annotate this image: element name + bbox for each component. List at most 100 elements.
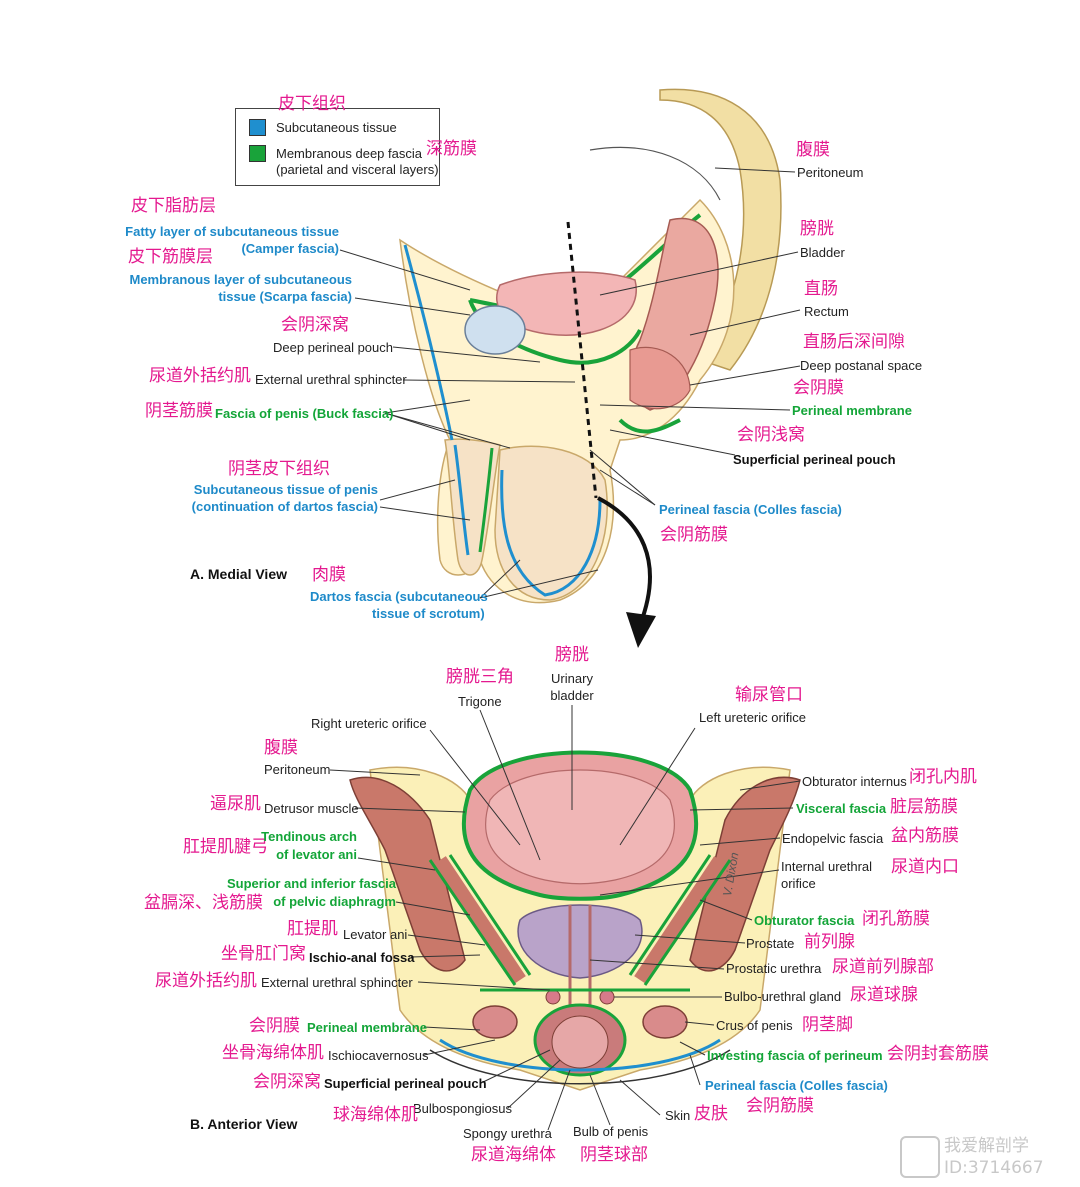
a-subq-penis-2: (continuation of dartos fascia)	[191, 499, 378, 514]
a-camper-2: (Camper fascia)	[241, 241, 339, 256]
b-perineal-membrane-zh: 会阴膜	[249, 1016, 300, 1036]
anterior-view-drawing	[329, 705, 801, 1131]
b-bulbospongiosus: Bulbospongiosus	[413, 1101, 513, 1116]
a-subq-penis-1: Subcutaneous tissue of penis	[193, 482, 378, 497]
a-deep-postanal-zh: 直肠后深间隙	[803, 332, 905, 352]
a-deep-pouch: Deep perineal pouch	[273, 340, 393, 355]
b-prostatic-urethra: Prostatic urethra	[726, 961, 822, 976]
b-ischiocavernosus: Ischiocavernosus	[328, 1048, 429, 1063]
watermark-line1: 我爱解剖学	[944, 1136, 1029, 1156]
b-detrusor-zh: 逼尿肌	[210, 794, 261, 814]
b-investing: Investing fascia of perineum	[707, 1048, 883, 1063]
a-dartos-2: tissue of scrotum)	[372, 606, 485, 621]
b-levator-ani: Levator ani	[343, 927, 408, 942]
medial-view-drawing	[339, 88, 801, 648]
b-superficial-pouch: Superficial perineal pouch	[324, 1076, 487, 1091]
b-ext-sphincter: External urethral sphincter	[261, 975, 413, 990]
view-a-title: A. Medial View	[190, 566, 287, 582]
a-rectum-zh: 直肠	[804, 279, 838, 299]
b-visceral-zh: 脏层筋膜	[890, 797, 958, 817]
b-obturator-fascia: Obturator fascia	[754, 913, 855, 928]
a-scarpa-1: Membranous layer of subcutaneous	[129, 272, 353, 287]
b-obturator-fascia-zh: 闭孔筋膜	[862, 909, 930, 929]
b-right-ureteric: Right ureteric orifice	[311, 716, 427, 731]
b-tendinous-1: Tendinous arch	[261, 829, 357, 844]
b-left-ureteric: Left ureteric orifice	[699, 710, 806, 725]
b-bulb-penis: Bulb of penis	[573, 1124, 649, 1139]
b-superficial-pouch-zh: 会阴深窝	[253, 1072, 321, 1092]
a-camper-1: Fatty layer of subcutaneous tissue	[125, 224, 339, 239]
a-dartos-zh: 肉膜	[312, 565, 346, 585]
b-pelvic-diaphragm-2: of pelvic diaphragm	[273, 894, 396, 909]
b-peritoneum: Peritoneum	[264, 762, 331, 777]
a-superficial-pouch: Superficial perineal pouch	[733, 452, 896, 467]
legend-label-membranous: Membranous deep fascia	[276, 146, 422, 161]
a-peritoneum-zh: 腹膜	[796, 140, 830, 160]
b-pelvic-diaphragm-zh: 盆膈深、浅筋膜	[144, 893, 263, 913]
b-internal-orifice-2: orifice	[781, 876, 816, 891]
a-subq-penis-zh: 阴茎皮下组织	[228, 459, 330, 479]
a-perineal-membrane: Perineal membrane	[792, 403, 912, 418]
a-buck-zh: 阴茎筋膜	[145, 401, 213, 421]
a-camper-zh: 皮下脂肪层	[131, 196, 216, 216]
b-ext-sphincter-zh: 尿道外括约肌	[155, 971, 257, 991]
b-ischioanal-zh: 坐骨肛门窝	[221, 944, 306, 964]
b-visceral: Visceral fascia	[796, 801, 887, 816]
b-tendinous-2: of levator ani	[276, 847, 357, 862]
a-ext-sphincter-zh: 尿道外括约肌	[149, 366, 251, 386]
b-internal-orifice-1: Internal urethral	[781, 859, 873, 874]
a-perineal-membrane-zh: 会阴膜	[793, 378, 844, 398]
legend-zh-membranous: 深筋膜	[426, 139, 477, 159]
b-prostate-zh: 前列腺	[804, 932, 855, 952]
b-colles-zh: 会阴筋膜	[746, 1096, 814, 1116]
a-peritoneum: Peritoneum	[797, 165, 864, 180]
b-crus: Crus of penis	[716, 1018, 793, 1033]
b-bulbourethral: Bulbo-urethral gland	[724, 989, 842, 1004]
legend: Subcutaneous tissue Membranous deep fasc…	[235, 108, 440, 186]
a-bladder-zh: 膀胱	[800, 219, 834, 239]
b-crus-zh: 阴茎脚	[802, 1015, 853, 1035]
b-investing-zh: 会阴封套筋膜	[887, 1044, 989, 1064]
b-internal-orifice-zh: 尿道内口	[891, 857, 959, 877]
a-deep-pouch-zh: 会阴深窝	[281, 315, 349, 335]
a-dartos-1: Dartos fascia (subcutaneous	[310, 589, 488, 604]
b-prostatic-urethra-zh: 尿道前列腺部	[832, 957, 934, 977]
b-trigone-zh: 膀胱三角	[446, 667, 514, 687]
legend-zh-subcutaneous: 皮下组织	[278, 94, 346, 114]
legend-label-subcutaneous: Subcutaneous tissue	[276, 120, 397, 135]
b-skin: Skin	[665, 1108, 691, 1123]
a-ext-sphincter: External urethral sphincter	[255, 372, 407, 387]
b-bulbospongiosus-zh: 球海绵体肌	[333, 1105, 418, 1125]
legend-label-membranous-2: (parietal and visceral layers)	[276, 162, 439, 177]
legend-swatch-subcutaneous	[249, 119, 266, 136]
b-detrusor: Detrusor muscle	[264, 801, 359, 816]
b-endopelvic: Endopelvic fascia	[782, 831, 884, 846]
b-levator-ani-zh: 肛提肌	[287, 919, 338, 939]
b-tendinous-zh: 肛提肌腱弓	[183, 837, 268, 857]
view-b-title: B. Anterior View	[190, 1116, 298, 1132]
b-spongy-urethra: Spongy urethra	[463, 1126, 552, 1141]
a-superficial-pouch-zh: 会阴浅窝	[737, 425, 805, 445]
b-obturator-internus-zh: 闭孔内肌	[909, 767, 977, 787]
b-spongy-urethra-zh: 尿道海绵体	[471, 1145, 556, 1165]
b-endopelvic-zh: 盆内筋膜	[891, 826, 959, 846]
b-ischiocavernosus-zh: 坐骨海绵体肌	[222, 1043, 324, 1063]
legend-swatch-membranous	[249, 145, 266, 162]
watermark-logo-icon	[900, 1136, 940, 1178]
b-trigone: Trigone	[458, 694, 502, 709]
b-prostate: Prostate	[746, 936, 795, 951]
a-colles: Perineal fascia (Colles fascia)	[659, 502, 842, 517]
b-perineal-membrane: Perineal membrane	[307, 1020, 427, 1035]
b-urinary-bladder-2: bladder	[550, 688, 594, 703]
b-ischioanal: Ischio-anal fossa	[309, 950, 415, 965]
a-colles-zh: 会阴筋膜	[660, 525, 728, 545]
a-scarpa-zh: 皮下筋膜层	[128, 247, 213, 267]
a-deep-postanal: Deep postanal space	[800, 358, 923, 373]
b-urinary-bladder-1: Urinary	[551, 671, 593, 686]
a-bladder: Bladder	[800, 245, 845, 260]
b-urinary-bladder-zh: 膀胱	[555, 645, 589, 665]
a-scarpa-2: tissue (Scarpa fascia)	[218, 289, 352, 304]
b-bulb-penis-zh: 阴茎球部	[580, 1145, 648, 1165]
b-pelvic-diaphragm-1: Superior and inferior fascia	[226, 876, 396, 891]
